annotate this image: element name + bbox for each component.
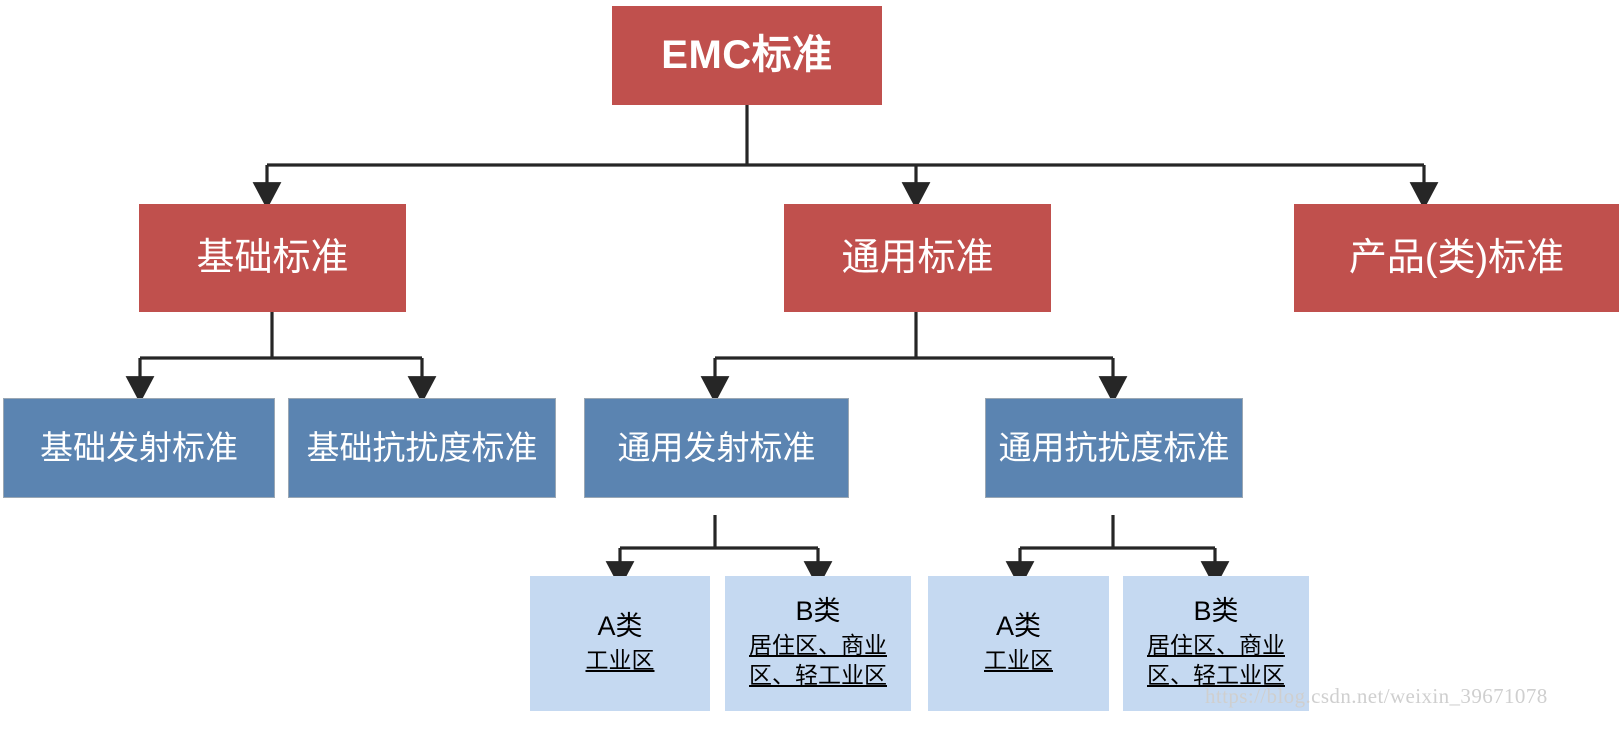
node-generic-standard-label: 通用标准 <box>841 236 994 279</box>
node-product-standard-label: 产品(类)标准 <box>1348 236 1565 279</box>
node-class-b-emission-subtitle: 居住区、商业区、轻工业区 <box>749 632 887 689</box>
node-generic-immunity-standard-label: 通用抗扰度标准 <box>998 428 1230 466</box>
edge-generic-immunity-stem <box>1005 515 1230 589</box>
edge-basic-stem <box>125 312 437 404</box>
node-generic-emission-standard-label: 通用发射标准 <box>617 428 816 466</box>
node-class-b-immunity-subtitle: 居住区、商业区、轻工业区 <box>1147 632 1285 689</box>
node-class-b-emission[interactable]: B类 居住区、商业区、轻工业区 <box>725 576 911 711</box>
node-class-b-immunity-title: B类 <box>1193 596 1239 627</box>
node-basic-standard-label: 基础标准 <box>196 236 349 279</box>
node-generic-emission-standard[interactable]: 通用发射标准 <box>584 398 849 498</box>
node-basic-immunity-standard-label: 基础抗扰度标准 <box>306 428 538 466</box>
node-root-emc-standard[interactable]: EMC标准 <box>612 6 882 105</box>
source-watermark: https://blog.csdn.net/weixin_39671078 <box>1205 684 1548 708</box>
node-class-a-emission[interactable]: A类 工业区 <box>530 576 710 711</box>
node-root-label: EMC标准 <box>661 32 833 77</box>
node-class-a-immunity-title: A类 <box>995 611 1041 642</box>
edge-generic-stem <box>700 312 1128 404</box>
node-generic-standard[interactable]: 通用标准 <box>784 204 1051 312</box>
node-product-standard[interactable]: 产品(类)标准 <box>1294 204 1619 312</box>
node-class-a-emission-subtitle: 工业区 <box>585 647 655 674</box>
node-class-a-immunity-subtitle: 工业区 <box>984 647 1053 674</box>
edge-generic-emission-stem <box>605 515 833 589</box>
node-class-a-emission-title: A类 <box>597 611 643 642</box>
node-class-b-immunity[interactable]: B类 居住区、商业区、轻工业区 <box>1123 576 1309 711</box>
node-class-b-emission-title: B类 <box>795 596 841 627</box>
node-generic-immunity-standard[interactable]: 通用抗扰度标准 <box>985 398 1243 498</box>
edge-root-stem <box>267 105 1424 167</box>
node-basic-emission-standard-label: 基础发射标准 <box>40 428 238 466</box>
node-basic-emission-standard[interactable]: 基础发射标准 <box>3 398 275 498</box>
node-basic-standard[interactable]: 基础标准 <box>139 204 406 312</box>
node-basic-immunity-standard[interactable]: 基础抗扰度标准 <box>288 398 556 498</box>
node-class-a-immunity[interactable]: A类 工业区 <box>928 576 1109 711</box>
